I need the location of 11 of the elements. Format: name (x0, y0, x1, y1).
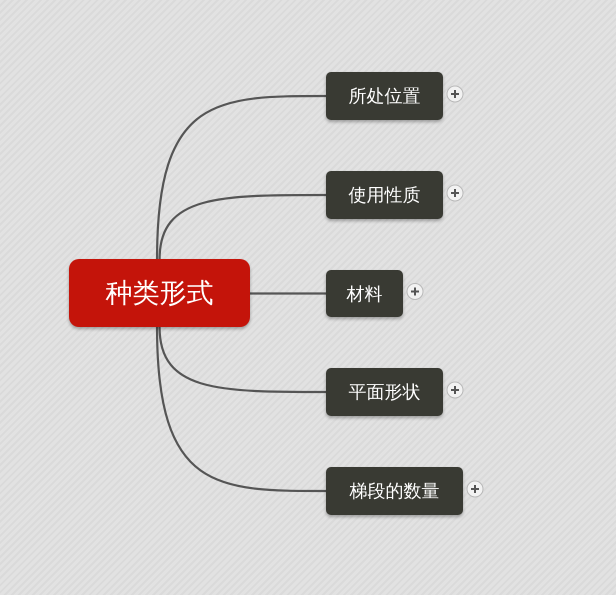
subtopic-box: 材料 (326, 270, 403, 317)
connector-line (156, 94, 326, 260)
connector-line (158, 326, 326, 394)
connector-line (158, 194, 326, 260)
connector-line (156, 326, 326, 492)
topic-box: 种类形式 (69, 259, 250, 327)
subtopic-box: 所处位置 (326, 72, 443, 120)
connector-line (250, 292, 326, 295)
subtopic-box: 梯段的数量 (326, 467, 463, 515)
subtopic-box: 平面形状 (326, 368, 443, 416)
subtopic-box: 使用性质 (326, 171, 443, 219)
